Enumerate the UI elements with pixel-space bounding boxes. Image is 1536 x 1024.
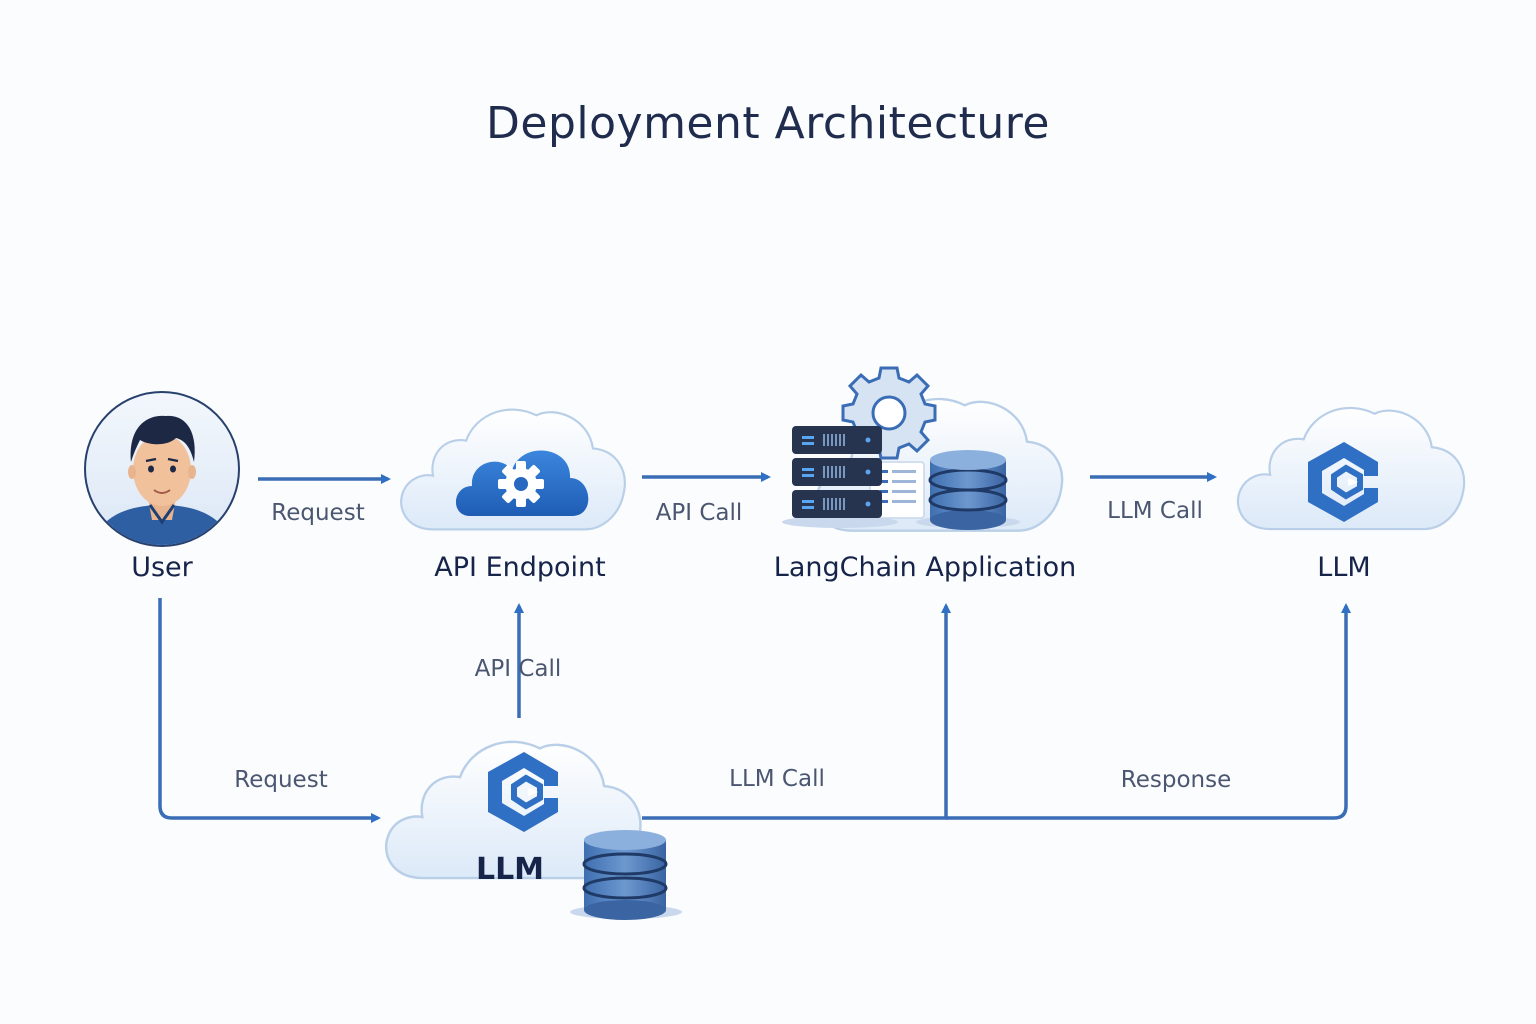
diagram-title: Deployment Architecture [486,98,1050,149]
edge-label-bottom-llm-to-langchain: LLM Call [729,766,825,792]
arrow-user-to-bottom-llm [158,598,381,823]
arrow-bottom-llm-to-top-llm [946,603,1351,820]
api-endpoint-cloud [400,408,626,531]
user-avatar-icon [84,391,240,547]
edge-label-user-to-bottom-llm: Request [234,767,328,793]
arrows-layer [158,472,1351,823]
llm-logo-icon [1308,442,1378,522]
document-icon [869,461,925,519]
database-icon [570,830,682,920]
edge-label-api-to-langchain: API Call [655,500,743,526]
node-label-llm-bottom: LLM [475,852,545,887]
edge-label-user-to-api: Request [271,500,365,526]
edge-label-bottom-llm-to-api: API Call [474,656,562,682]
node-label-user: User [131,552,193,583]
cloud-gear-icon [455,450,589,516]
edge-label-langchain-to-llm: LLM Call [1107,498,1203,524]
llm-logo-icon [488,752,558,832]
node-label-llm-top: LLM [1317,552,1371,583]
llm-bottom-cloud [384,740,682,920]
langchain-app-cloud [782,366,1064,532]
node-label-api-endpoint: API Endpoint [434,552,606,583]
edge-label-bottom-llm-to-top-llm: Response [1120,767,1232,793]
server-rack-icon [782,426,898,528]
database-icon [916,450,1020,530]
llm-top-cloud [1236,406,1466,531]
node-label-langchain-app: LangChain Application [773,552,1077,583]
